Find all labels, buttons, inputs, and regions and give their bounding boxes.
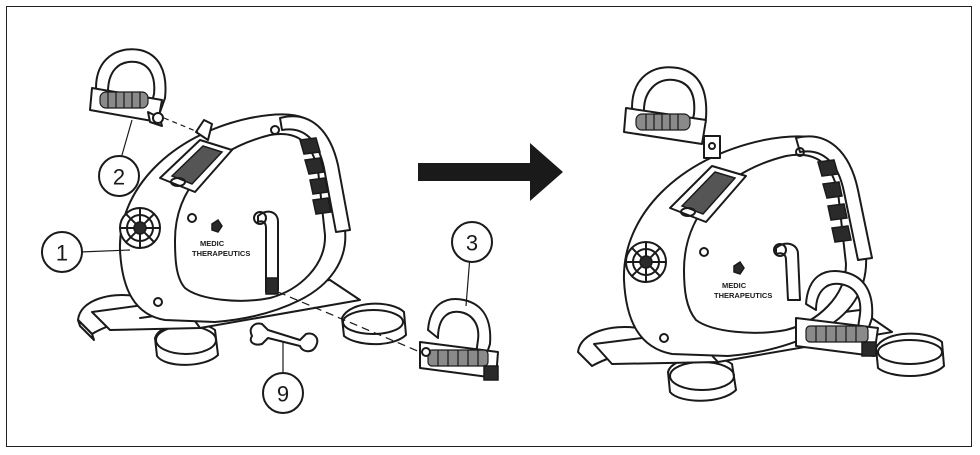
tension-knob-left <box>119 207 161 249</box>
pedal-3-treads <box>427 349 489 367</box>
brand-line2-right: THERAPEUTICS <box>714 291 772 300</box>
brand-line1-left: MEDIC <box>200 239 225 248</box>
pedal-attached-lower <box>795 270 879 357</box>
callout-1: 1 <box>41 231 83 273</box>
pedal-2-detached <box>89 48 199 133</box>
callout-3: 3 <box>451 221 493 263</box>
callout-9-label: 9 <box>277 382 289 407</box>
pedal-2-treads <box>99 91 149 109</box>
exerciser-after: MEDIC THERAPEUTICS <box>577 135 945 402</box>
leader-lines <box>79 119 471 374</box>
brand-logo-left: MEDIC THERAPEUTICS <box>192 218 250 258</box>
grip-ribs-right <box>817 159 852 243</box>
callout-9: 9 <box>262 372 304 414</box>
grip-ribs-left <box>299 137 332 215</box>
callout-2: 2 <box>98 155 140 197</box>
callout-3-label: 3 <box>466 231 478 256</box>
brand-line2-left: THERAPEUTICS <box>192 249 250 258</box>
wrench-tool <box>249 322 319 353</box>
brand-line1-right: MEDIC <box>722 281 747 290</box>
pedal-3-detached <box>277 291 499 381</box>
callout-1-label: 1 <box>56 241 68 266</box>
pedal-attached-upper <box>623 66 721 159</box>
tension-knob-right <box>625 241 667 283</box>
callout-2-label: 2 <box>113 165 125 190</box>
exerciser-before: MEDIC THERAPEUTICS <box>77 113 407 366</box>
right-arrow-icon <box>418 143 563 201</box>
pedal-upper-treads <box>635 113 691 131</box>
brand-logo-right: MEDIC THERAPEUTICS <box>714 260 772 300</box>
pedal-lower-treads <box>805 325 869 343</box>
